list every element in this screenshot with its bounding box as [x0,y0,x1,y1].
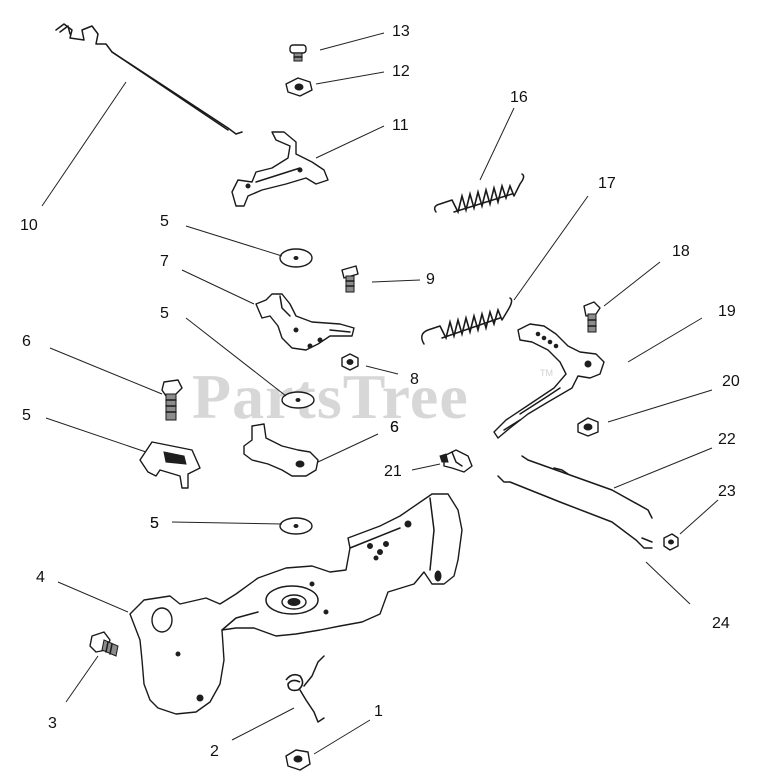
callout-16[interactable]: 16 [510,89,528,106]
callout-23[interactable]: 23 [718,483,736,500]
callout-1[interactable]: 1 [374,703,383,720]
callout-numbers: 13 12 11 10 16 17 5 9 7 18 19 5 6 8 20 5… [20,23,740,760]
part-18-bolt[interactable] [583,301,601,333]
part-5c-washer[interactable] [279,517,313,535]
callout-5b[interactable]: 5 [160,305,169,322]
callout-7[interactable]: 5 [22,407,31,424]
callout-24[interactable]: 24 [712,615,730,632]
callout-3[interactable]: 3 [48,715,57,732]
part-5b-washer[interactable] [281,391,315,409]
callout-18[interactable]: 18 [672,243,690,260]
part-15-screw[interactable] [289,44,307,62]
callout-14[interactable]: 12 [392,63,410,80]
callout-11[interactable]: 9 [426,271,435,288]
part-11-screw[interactable] [341,265,359,293]
part-4-base-plate[interactable] [129,493,463,715]
callout-20[interactable]: 20 [722,373,740,390]
part-6-lever-arm[interactable] [243,423,319,477]
part-20-nut[interactable] [577,417,599,437]
part-7-bracket[interactable] [139,441,201,489]
callout-4[interactable]: 4 [36,569,45,586]
watermark-text: PartsTree [192,361,469,432]
part-24-rod[interactable] [497,475,653,549]
callout-5c-label[interactable]: 5 [150,515,159,532]
callout-5c[interactable]: 5 [150,515,159,532]
part-14-washer[interactable] [285,77,313,97]
part-23-nut[interactable] [663,533,679,551]
callout-9[interactable]: 7 [160,253,169,270]
callout-6-label[interactable]: 6 [390,419,399,436]
part-1-nut[interactable] [285,749,311,771]
part-8-stud[interactable] [161,379,183,421]
part-3-screw[interactable] [89,631,119,657]
callout-17[interactable]: 17 [598,175,616,192]
callout-10[interactable]: 8 [410,371,419,388]
part-2-torsion-spring[interactable] [285,655,325,723]
part-9-lever[interactable] [255,293,355,351]
part-5a-washer[interactable] [279,248,313,268]
part-12-link-rod[interactable] [55,23,243,135]
callout-19[interactable]: 19 [718,303,736,320]
callout-22[interactable]: 22 [718,431,736,448]
callout-21[interactable]: 21 [384,463,402,480]
part-10-nut[interactable] [341,353,359,371]
callout-5a[interactable]: 5 [160,213,169,230]
callout-6[interactable]: 6 [390,419,399,436]
part-16-spring[interactable] [433,173,525,215]
leader-lines [41,32,719,755]
watermark: PartsTree TM [192,361,553,432]
part-13-lever-bracket[interactable] [231,131,329,207]
callout-2[interactable]: 2 [210,743,219,760]
part-21-clamp[interactable] [439,449,473,473]
part-22-rod[interactable] [521,455,653,519]
part-17-spring[interactable] [421,297,513,345]
callout-8[interactable]: 6 [22,333,31,350]
callout-15[interactable]: 13 [392,23,410,40]
part-19-control-plate[interactable] [493,323,605,439]
watermark-trademark: TM [540,368,553,378]
callout-13[interactable]: 11 [392,117,409,134]
callout-12[interactable]: 10 [20,217,38,234]
